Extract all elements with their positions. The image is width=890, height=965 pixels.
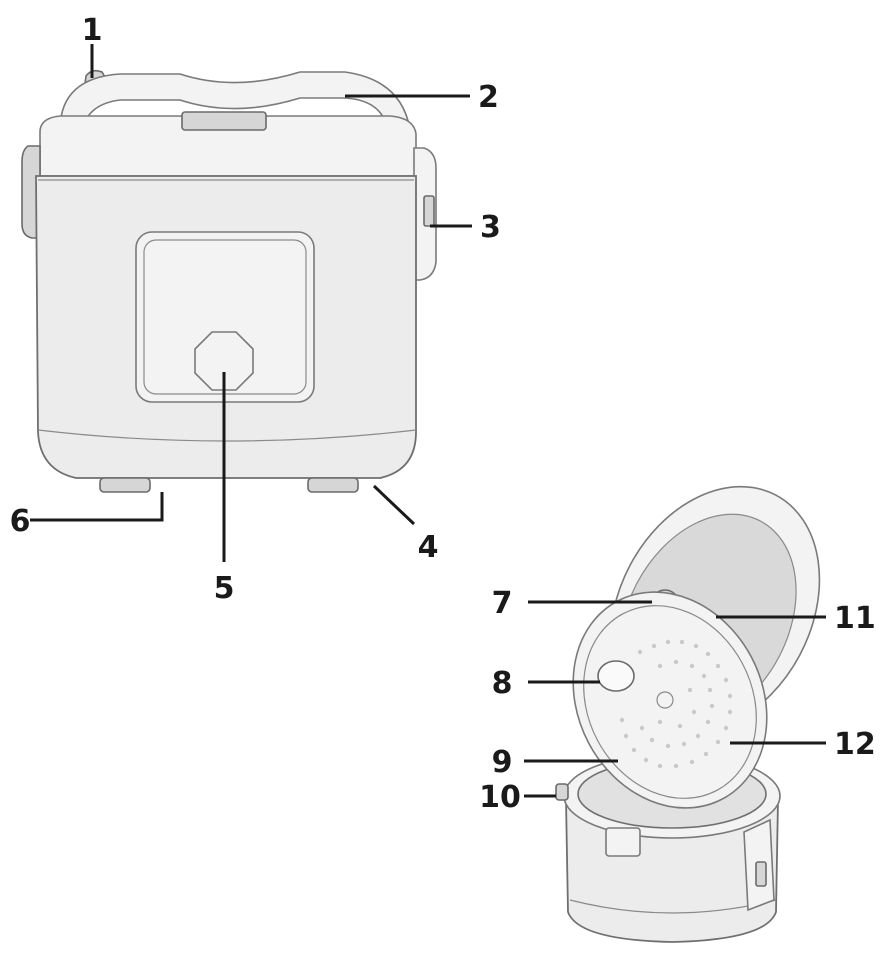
callout-3: 3 bbox=[480, 210, 501, 245]
callout-5: 5 bbox=[214, 571, 235, 606]
leader-4 bbox=[372, 484, 416, 526]
callout-labels: 1 2 3 4 5 6 7 8 9 10 11 12 bbox=[10, 13, 876, 815]
steam-valve bbox=[597, 660, 635, 692]
callout-8: 8 bbox=[492, 666, 513, 701]
callout-12: 12 bbox=[834, 727, 876, 762]
leader-6 bbox=[30, 492, 164, 522]
leader-lines bbox=[30, 44, 826, 798]
lid-latch bbox=[555, 783, 569, 801]
front-foot-right bbox=[307, 477, 359, 493]
open-cooker-socket bbox=[755, 861, 767, 887]
cook-button bbox=[194, 331, 254, 391]
callout-7: 7 bbox=[492, 586, 513, 621]
inner-lid-plate bbox=[583, 605, 757, 799]
inner-lid-perforations bbox=[619, 639, 733, 769]
lid-top bbox=[39, 115, 417, 177]
front-clip bbox=[605, 827, 641, 857]
callout-6: 6 bbox=[10, 504, 31, 539]
callout-11: 11 bbox=[834, 601, 876, 636]
front-foot-left bbox=[99, 477, 151, 493]
power-socket bbox=[423, 195, 435, 227]
inner-lid-center-knob bbox=[656, 691, 674, 709]
callout-9: 9 bbox=[492, 745, 513, 780]
callout-1: 1 bbox=[82, 13, 103, 48]
callout-2: 2 bbox=[478, 80, 499, 115]
steam-vent bbox=[181, 111, 267, 131]
base-seam bbox=[37, 429, 417, 442]
callout-4: 4 bbox=[418, 530, 439, 565]
cooker-open-view bbox=[555, 485, 821, 943]
callout-10: 10 bbox=[479, 780, 521, 815]
cooker-front-view bbox=[21, 69, 437, 493]
